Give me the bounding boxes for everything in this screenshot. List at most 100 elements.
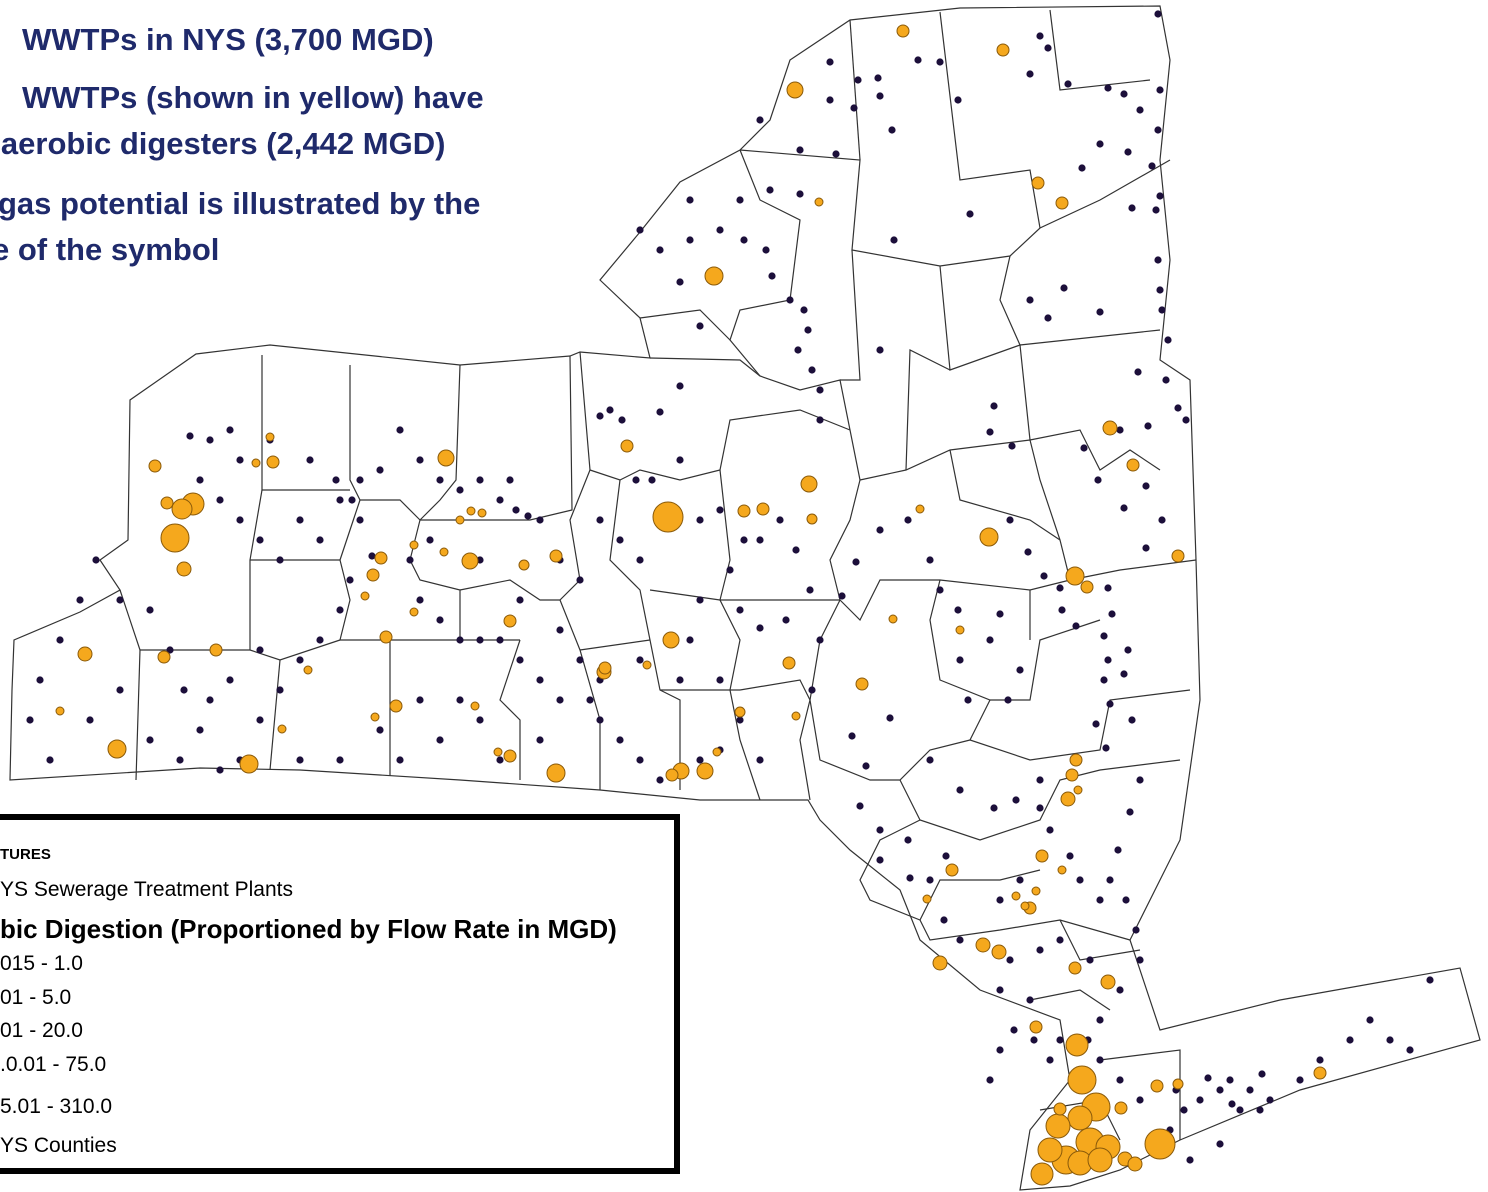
wwtp-marker (1108, 610, 1116, 618)
wwtp-marker (92, 556, 100, 564)
county-line (849, 19, 861, 161)
sewerage-plants-layer (26, 10, 1434, 1164)
wwtp-marker (1036, 32, 1044, 40)
wwtp-marker (1086, 956, 1094, 964)
wwtp-marker (1006, 956, 1014, 964)
wwtp-marker (966, 210, 974, 218)
wwtp-marker (1106, 876, 1114, 884)
wwtp-marker (726, 566, 734, 574)
wwtp-marker (276, 556, 284, 564)
wwtp-marker (1148, 162, 1156, 170)
wwtp-marker (336, 496, 344, 504)
wwtp-marker (762, 246, 770, 254)
wwtp-marker (876, 92, 884, 100)
wwtp-marker (656, 246, 664, 254)
wwtp-marker (1186, 1156, 1194, 1164)
wwtp-marker (1076, 876, 1084, 884)
digester-marker (370, 712, 380, 722)
digester-marker (303, 665, 313, 675)
wwtp-marker (736, 606, 744, 614)
county-line (719, 469, 761, 801)
wwtp-marker (1010, 1026, 1018, 1034)
digester-marker (1171, 549, 1185, 563)
wwtp-marker (756, 624, 764, 632)
digester-marker (1073, 785, 1083, 795)
legend-digestion-heading: bic Digestion (Proportioned by Flow Rate… (0, 914, 617, 944)
wwtp-marker (1026, 70, 1034, 78)
wwtp-marker (1142, 482, 1150, 490)
wwtp-marker (996, 610, 1004, 618)
digester-marker (277, 724, 287, 734)
wwtp-marker (236, 516, 244, 524)
wwtp-marker (596, 412, 604, 420)
digester-marker (477, 508, 487, 518)
wwtp-marker (826, 58, 834, 66)
wwtp-marker (800, 306, 808, 314)
wwtp-marker (606, 406, 614, 414)
wwtp-marker (876, 526, 884, 534)
digester-marker (1020, 901, 1030, 911)
digester-marker (389, 699, 403, 713)
digester-marker (503, 614, 517, 628)
wwtp-marker (736, 196, 744, 204)
wwtp-marker (1036, 804, 1044, 812)
county-line (739, 149, 1171, 267)
wwtp-marker (1144, 422, 1152, 430)
county-line (339, 499, 361, 561)
wwtp-marker (1066, 852, 1074, 860)
digester-marker (77, 646, 93, 662)
wwtp-marker (1046, 826, 1054, 834)
county-line (899, 759, 1181, 841)
wwtp-marker (1152, 206, 1160, 214)
wwtp-marker (926, 756, 934, 764)
wwtp-marker (904, 516, 912, 524)
wwtp-marker (46, 756, 54, 764)
wwtp-marker (1136, 776, 1144, 784)
digester-marker (896, 24, 910, 38)
wwtp-marker (336, 756, 344, 764)
wwtp-marker (1044, 314, 1052, 322)
wwtp-marker (146, 736, 154, 744)
digester-marker (518, 559, 530, 571)
wwtp-marker (956, 656, 964, 664)
wwtp-marker (852, 558, 860, 566)
wwtp-marker (1094, 476, 1102, 484)
digester-marker (915, 504, 925, 514)
wwtp-marker (740, 536, 748, 544)
wwtp-marker (1154, 126, 1162, 134)
wwtp-marker (636, 226, 644, 234)
county-line (1029, 439, 1061, 541)
wwtp-marker (914, 56, 922, 64)
wwtp-marker (1056, 584, 1064, 592)
wwtp-marker (1120, 670, 1128, 678)
digester-marker (1067, 1105, 1093, 1131)
wwtp-marker (906, 874, 914, 882)
digester-marker (1313, 1066, 1327, 1080)
wwtp-marker (954, 96, 962, 104)
county-line (639, 309, 731, 341)
wwtp-marker (496, 636, 504, 644)
digester-marker (1031, 176, 1045, 190)
wwtp-marker (1120, 90, 1128, 98)
wwtp-marker (196, 476, 204, 484)
wwtp-marker (1164, 336, 1172, 344)
wwtp-marker (496, 756, 504, 764)
digester-marker (1126, 458, 1140, 472)
county-line (809, 599, 971, 781)
wwtp-marker (1124, 148, 1132, 156)
wwtp-marker (1004, 696, 1012, 704)
wwtp-marker (1174, 404, 1182, 412)
digester-marker (379, 630, 393, 644)
wwtp-marker (216, 496, 224, 504)
wwtp-marker (416, 696, 424, 704)
wwtp-marker (1366, 1016, 1374, 1024)
wwtp-marker (676, 382, 684, 390)
wwtp-marker (536, 736, 544, 744)
wwtp-marker (1128, 204, 1136, 212)
wwtp-marker (524, 512, 532, 520)
county-line (261, 355, 350, 491)
wwtp-marker (1196, 1096, 1204, 1104)
wwtp-marker (756, 536, 764, 544)
digester-marker (696, 762, 714, 780)
wwtp-marker (1106, 700, 1114, 708)
